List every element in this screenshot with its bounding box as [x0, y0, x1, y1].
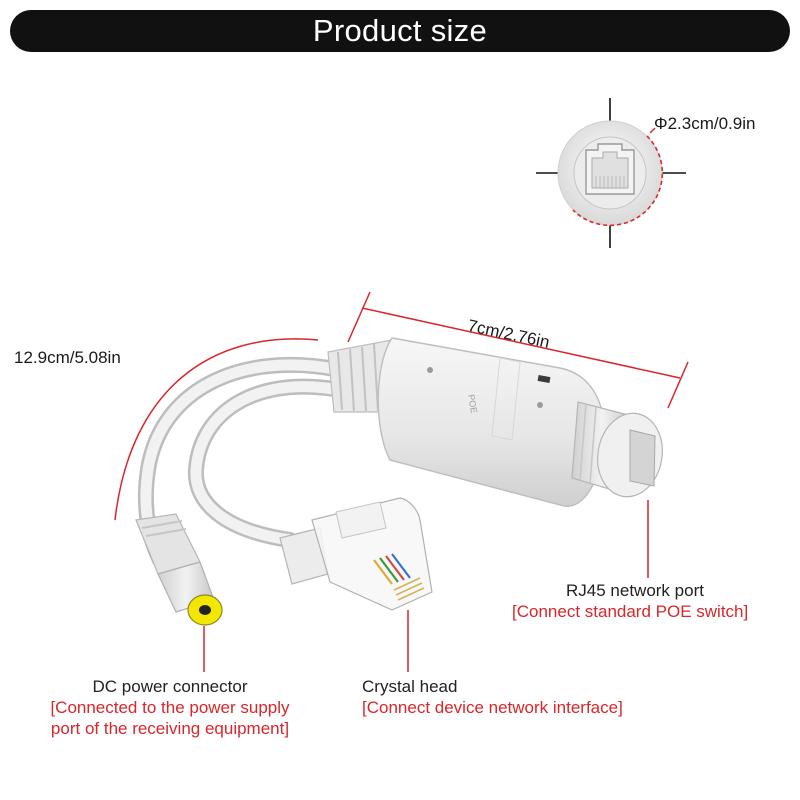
length-dimension-line — [347, 291, 689, 409]
dc-connector-callout: DC power connector [Connected to the pow… — [40, 676, 300, 739]
dc-connector-title: DC power connector — [92, 677, 248, 696]
rj45-port-title: RJ45 network port — [566, 581, 704, 600]
crystal-head-title: Crystal head — [362, 677, 458, 696]
product-size-banner: Product size — [10, 10, 790, 52]
crystal-head-desc: [Connect device network interface] — [362, 698, 623, 717]
rj45-port-callout: RJ45 network port [Connect standard POE … — [512, 580, 748, 622]
rj45-port-desc: [Connect standard POE switch] — [512, 602, 749, 621]
dc-connector-desc: [Connected to the power supply port of t… — [50, 698, 290, 738]
splitter-body: POE — [377, 337, 606, 507]
crystal-head-callout: Crystal head [Connect device network int… — [362, 676, 623, 718]
body-marking: POE — [466, 394, 479, 414]
diameter-dimension: Φ2.3cm/0.9in — [654, 114, 756, 133]
rj45-port-icon — [585, 143, 635, 195]
rj45-male-plug — [279, 497, 433, 611]
banner-title: Product size — [312, 13, 488, 48]
rj45-female-end — [571, 401, 663, 498]
cable-length-dimension: 12.9cm/5.08in — [14, 348, 121, 367]
rj45-port-detail — [536, 98, 686, 248]
dc-power-connector — [135, 513, 223, 626]
cable-dimension-arc — [114, 338, 319, 521]
